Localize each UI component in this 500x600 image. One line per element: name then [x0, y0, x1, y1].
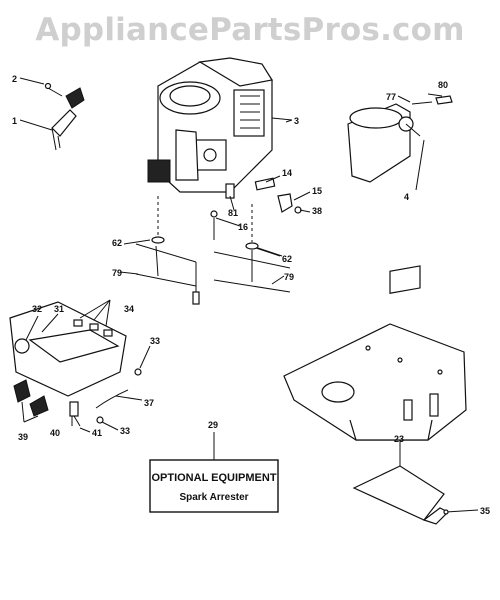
leader-lines: [19, 77, 443, 460]
callout-62-right: 62: [282, 254, 292, 264]
callout-2: 2: [12, 74, 17, 84]
spark-arrester-shield: [352, 440, 479, 525]
callout-4: 4: [404, 192, 409, 202]
callout-23: 23: [394, 434, 404, 444]
callout-16: 16: [238, 222, 248, 232]
optional-equipment-box: OPTIONAL EQUIPMENT Spark Arrester: [149, 459, 279, 513]
callout-31: 31: [54, 304, 64, 314]
callout-79-left: 79: [112, 268, 122, 278]
callout-80: 80: [438, 80, 448, 90]
fuel-fittings: [210, 177, 302, 240]
control-bracket: [9, 301, 142, 427]
optional-equipment-subtitle: Spark Arrester: [179, 492, 248, 503]
callout-79-right: 79: [284, 272, 294, 282]
callout-38: 38: [312, 206, 322, 216]
callout-15: 15: [312, 186, 322, 196]
muffler: [347, 95, 453, 191]
callout-32: 32: [32, 304, 42, 314]
callout-39: 39: [18, 432, 28, 442]
callout-labels: 2 1 3 80 77 4 14 15 38 81 16 62 62 79 79…: [12, 74, 490, 516]
callout-62-left: 62: [112, 238, 122, 248]
callout-41: 41: [92, 428, 102, 438]
watermark: AppliancePartsPros.com: [35, 12, 465, 48]
throttle-control: [44, 82, 85, 151]
callout-35: 35: [480, 506, 490, 516]
callout-3: 3: [294, 116, 299, 126]
callout-34: 34: [124, 304, 134, 314]
callout-40: 40: [50, 428, 60, 438]
mount-hardware: [135, 196, 291, 305]
callout-33-top: 33: [150, 336, 160, 346]
optional-equipment-title: OPTIONAL EQUIPMENT: [151, 472, 276, 484]
chassis-frame: [283, 265, 467, 441]
callout-14: 14: [282, 168, 292, 178]
callout-29: 29: [208, 420, 218, 430]
callout-37: 37: [144, 398, 154, 408]
callout-1: 1: [12, 116, 17, 126]
callout-81: 81: [228, 208, 238, 218]
engine: [147, 57, 293, 193]
callout-33-bottom: 33: [120, 426, 130, 436]
callout-77: 77: [386, 92, 396, 102]
